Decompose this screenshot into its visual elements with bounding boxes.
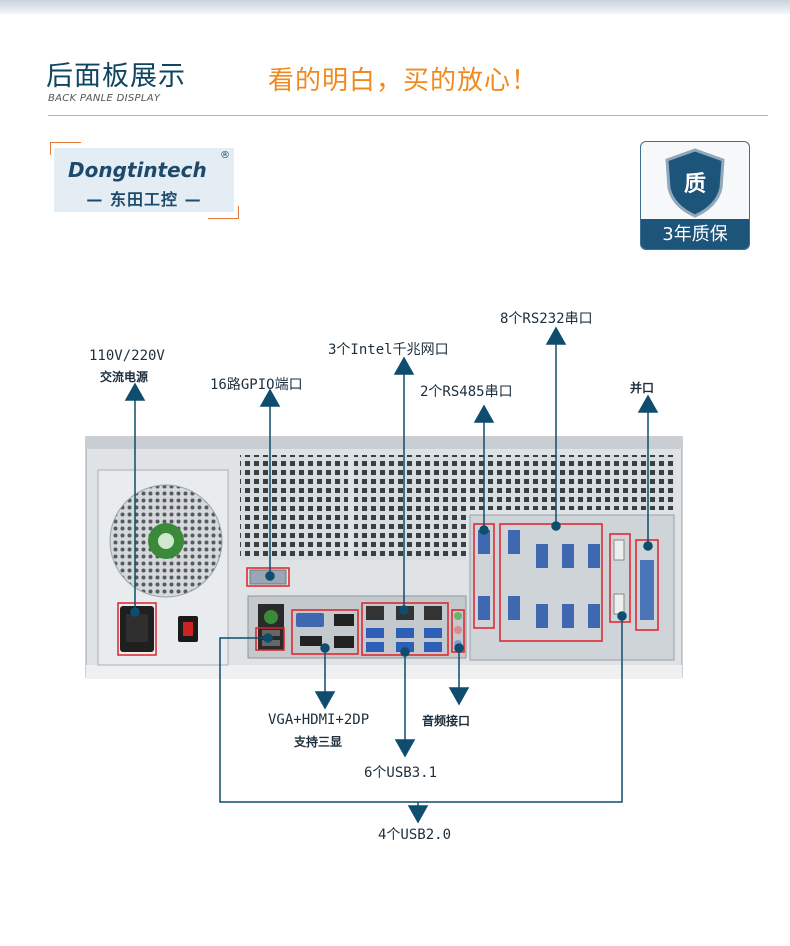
logo-corner-tl [50, 142, 81, 155]
callout-display-ports: VGA+HDMI+2DP [268, 712, 370, 728]
callout-arrows [124, 326, 659, 824]
callout-audio: 音频接口 [422, 714, 471, 728]
callout-parallel: 并口 [630, 381, 655, 395]
page-subtitle: BACK PANLE DISPLAY [48, 93, 161, 104]
callout-rs232: 8个RS232串口 [500, 311, 593, 327]
warranty-text: 3年质保 [662, 224, 728, 245]
warranty-badge: 质 3年质保 [640, 141, 750, 250]
logo-corner-br [208, 206, 239, 219]
page-title: 后面板展示 [46, 61, 186, 92]
slogan: 看的明白，买的放心！ [268, 66, 539, 96]
callout-power-voltage: 110V/220V [89, 348, 165, 364]
warranty-band [641, 219, 749, 249]
logo-company-name: — 东田工控 — [86, 190, 202, 209]
chassis [85, 436, 683, 679]
shield-icon [665, 148, 725, 218]
logo-registered-mark: ® [220, 150, 230, 161]
callout-usb2: 4个USB2.0 [378, 827, 452, 843]
warranty-badge-char: 质 [683, 172, 706, 197]
callout-gpio: 16路GPIO端口 [210, 377, 303, 393]
brand-logo: Dongtintech ® — 东田工控 — [54, 148, 234, 212]
callout-lan: 3个Intel千兆网口 [328, 342, 449, 358]
logo-brand-text: Dongtintech [68, 158, 207, 182]
callout-display-support: 支持三显 [294, 735, 343, 749]
callout-power-type: 交流电源 [100, 370, 149, 384]
top-bar [0, 0, 790, 14]
callout-rs485: 2个RS485串口 [420, 384, 513, 400]
callout-usb3: 6个USB3.1 [364, 765, 438, 781]
divider [48, 115, 768, 116]
